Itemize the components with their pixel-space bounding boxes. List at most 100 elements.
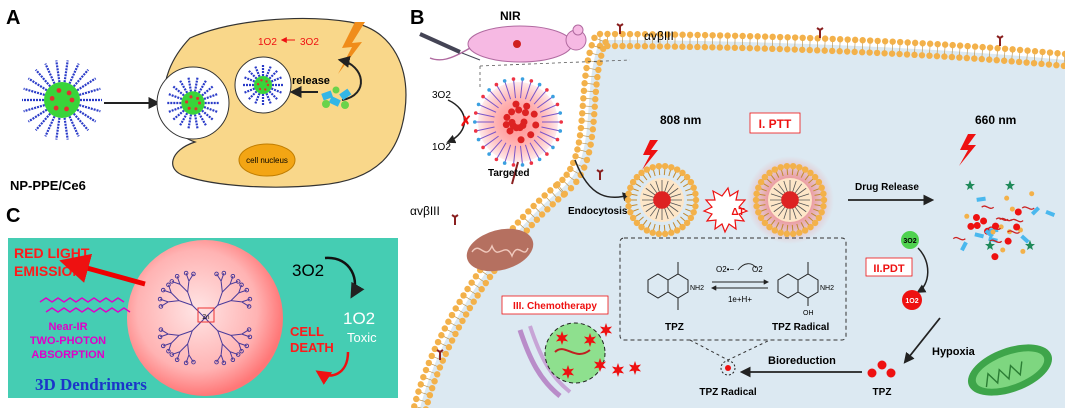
blocked-x-icon: ✗ — [460, 113, 472, 129]
curved-arrow-a — [337, 56, 362, 101]
toxic-label: Toxic — [347, 330, 377, 345]
panel-c: C Zn RED LIGHT EMISSION Near-IR TWO-PHOT… — [6, 205, 398, 398]
tpz-dot-1 — [877, 360, 887, 370]
liposome-808 — [624, 162, 700, 238]
red-emission-arrow — [59, 253, 146, 287]
mitochondrion-right — [967, 344, 1053, 396]
chemo-drug-stars — [555, 323, 642, 379]
tpz-dot-3 — [886, 368, 896, 378]
hypoxia-arrow — [903, 317, 941, 364]
chemo-label: III. Chemotherapy — [513, 301, 597, 312]
near-ir-label-3: ABSORPTION — [31, 349, 104, 361]
release-label: release — [292, 75, 330, 87]
pdt-arrow — [916, 247, 929, 293]
panel-a: A NP-PPE/Ce6 cell nucleus 1O2 3O2 releas… — [6, 7, 407, 193]
tpz-dot-2 — [867, 368, 877, 378]
syringe-icon — [419, 32, 461, 54]
dendrimer-label: 3D Dendrimers — [35, 375, 147, 394]
triplet-oxygen-a: 3O2 — [300, 37, 319, 48]
triplet-oxygen-b: 3O2 — [432, 90, 451, 101]
oxygen-curve-arrow-c — [324, 256, 365, 299]
drug-release-label: Drug Release — [855, 182, 919, 193]
laser-660-icon — [959, 134, 976, 166]
mitochondrion-left — [466, 228, 534, 272]
cell-death-arrow — [315, 351, 350, 385]
endocytosis-label: Endocytosis — [568, 206, 628, 217]
mouse-illustration — [429, 24, 587, 63]
nh2-right: NH2 — [820, 285, 834, 292]
liposome-heated — [752, 162, 828, 238]
hypoxia-label: Hypoxia — [932, 346, 976, 358]
tpz-radical-marker — [720, 360, 736, 376]
o2-singlet-small: 1O2 — [905, 298, 918, 305]
nanoparticle-targeted — [473, 77, 563, 185]
dna-strand — [554, 348, 591, 355]
nanoparticle-endosome-right — [243, 65, 283, 105]
triplet-oxygen-c: 3O2 — [292, 261, 324, 280]
tpz-radical-label: TPZ Radical — [699, 387, 756, 398]
laser-808-icon — [642, 140, 658, 170]
targeted-label: Targeted — [488, 168, 530, 179]
oxygen-arrow-b — [446, 99, 466, 144]
golgi-apparatus — [517, 325, 572, 398]
integrin-label-top: αvβIII — [644, 29, 674, 43]
released-drugs-cloud — [952, 180, 1056, 261]
tpz-structure-right — [777, 262, 819, 306]
pdt-label: II.PDT — [873, 263, 904, 275]
superoxide-label: O2•− — [716, 265, 734, 274]
cell-nucleus — [238, 143, 296, 177]
wavelength-660: 660 nm — [975, 113, 1016, 127]
singlet-oxygen-burst — [902, 290, 922, 310]
nanoparticle-label: NP-PPE/Ce6 — [10, 178, 86, 193]
wavelength-808: 808 nm — [660, 113, 701, 127]
singlet-oxygen-b: 1O2 — [432, 142, 451, 153]
singlet-oxygen-a: 1O2 — [258, 37, 277, 48]
panel-b-letter: B — [410, 7, 424, 29]
nucleus-label: cell nucleus — [246, 156, 288, 165]
released-drug-cluster — [321, 86, 352, 109]
near-ir-label-2: TWO-PHOTON — [30, 335, 106, 347]
integrin-label-left: αvβIII — [410, 204, 440, 218]
nh2-left: NH2 — [690, 285, 704, 292]
ptt-label: I. PTT — [759, 117, 792, 131]
syringe-needle — [461, 52, 481, 61]
zn-core — [197, 307, 215, 323]
near-ir-wave-2 — [45, 307, 131, 313]
red-light-label-1: RED LIGHT — [14, 245, 90, 261]
bioreduction-label: Bioreduction — [768, 355, 836, 367]
o2-small: 3O2 — [903, 238, 916, 245]
pdt-box — [865, 257, 913, 277]
tpz-bottom-label: TPZ — [873, 387, 892, 398]
near-ir-label-1: Near-IR — [48, 321, 87, 333]
dendrimer-branches — [157, 270, 253, 366]
near-ir-wave-1 — [39, 297, 125, 303]
tpz-callout-lines — [689, 339, 771, 361]
heat-burst-icon — [702, 186, 749, 234]
tpz-reaction-box — [619, 237, 847, 341]
electron-label: 1e+H+ — [728, 295, 752, 304]
lipid-bilayer-membrane — [411, 23, 1065, 408]
cell-death-label-1: CELL — [290, 324, 324, 339]
tpz-structure-left — [647, 262, 689, 310]
panel-c-letter: C — [6, 205, 20, 227]
cell-b-interior — [420, 40, 1065, 408]
nanoparticle-free — [22, 60, 102, 140]
zoom-line-1 — [479, 59, 631, 67]
tpz-left-label: TPZ — [665, 322, 684, 333]
tpz-right-label: TPZ Radical — [772, 322, 829, 333]
eq-curve-arrow — [737, 263, 757, 271]
singlet-oxygen-c: 1O2 — [343, 309, 375, 328]
oh-label: OH — [803, 310, 814, 317]
endocytosis-arrow — [574, 159, 632, 202]
heat-label: ΔT — [731, 207, 744, 218]
ptt-box — [749, 112, 801, 134]
zn-label: Zn — [202, 315, 209, 321]
oxygen-bubble — [901, 231, 919, 249]
cell-death-label-2: DEATH — [290, 340, 334, 355]
tpz-radical-dot — [725, 365, 731, 371]
panel-a-letter: A — [6, 7, 20, 29]
nanoparticle-endosome-left — [167, 77, 219, 129]
nir-label: NIR — [500, 9, 521, 23]
chemo-box — [501, 295, 609, 315]
